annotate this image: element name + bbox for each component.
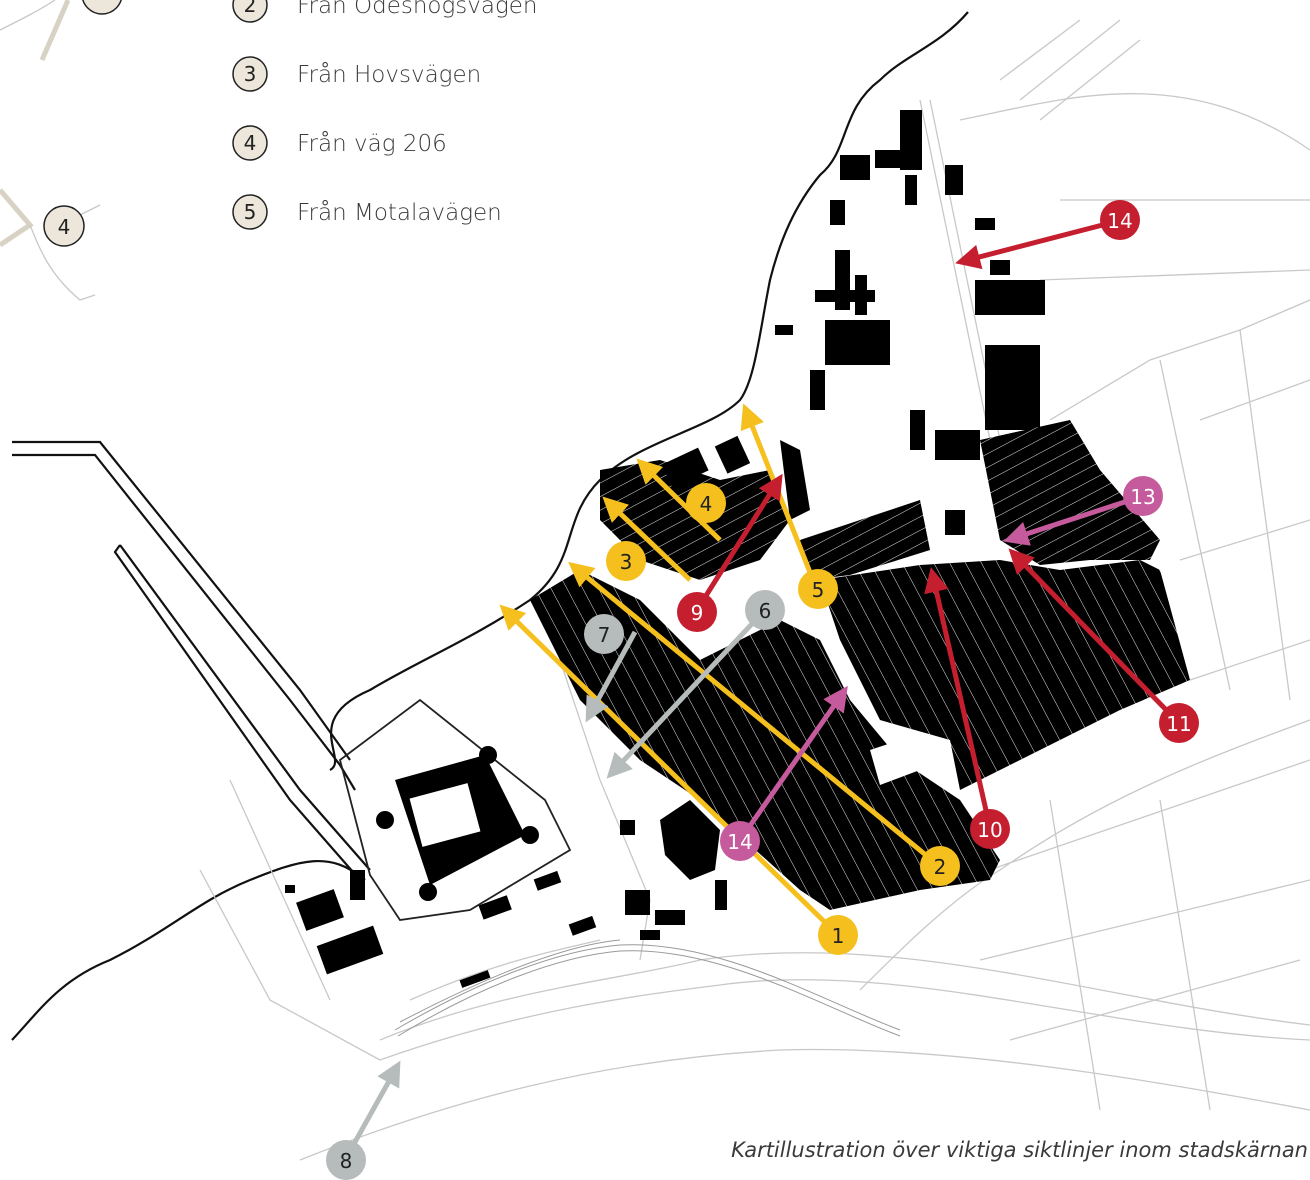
svg-text:13: 13 bbox=[1130, 485, 1155, 509]
svg-text:14: 14 bbox=[1107, 209, 1132, 233]
svg-text:8: 8 bbox=[340, 1149, 353, 1173]
marker-14-red[interactable]: 14 bbox=[1100, 200, 1140, 240]
sightline-9 bbox=[694, 473, 783, 612]
svg-text:14: 14 bbox=[727, 830, 752, 854]
sightline-4 bbox=[636, 458, 722, 542]
svg-text:3: 3 bbox=[620, 550, 633, 574]
svg-text:3: 3 bbox=[244, 62, 257, 86]
svg-text:4: 4 bbox=[58, 215, 71, 239]
legend-label-4: Från väg 206 bbox=[297, 131, 447, 157]
marker-9[interactable]: 9 bbox=[677, 592, 717, 632]
coastline bbox=[11, 11, 969, 1041]
sightline-2 bbox=[568, 561, 940, 867]
legend-label-2: Från Ödeshögsvägen bbox=[297, 0, 538, 19]
marker-5[interactable]: 5 bbox=[798, 569, 838, 609]
marker-4[interactable]: 4 bbox=[686, 483, 726, 523]
sightline-14-pink bbox=[737, 685, 848, 842]
map-caption: Kartillustration över viktiga siktlinjer… bbox=[731, 1138, 1308, 1162]
marker-8[interactable]: 8 bbox=[326, 1140, 366, 1180]
svg-text:11: 11 bbox=[1166, 712, 1191, 736]
svg-text:7: 7 bbox=[598, 623, 611, 647]
marker-11[interactable]: 11 bbox=[1159, 703, 1199, 743]
castle bbox=[338, 698, 572, 921]
svg-text:4: 4 bbox=[700, 492, 713, 516]
svg-text:2: 2 bbox=[934, 855, 947, 879]
sightline-14-red bbox=[955, 218, 1119, 270]
north-buildings bbox=[775, 110, 1045, 535]
marker-7[interactable]: 7 bbox=[584, 614, 624, 654]
sightline-13 bbox=[1003, 494, 1141, 546]
south-buildings bbox=[285, 800, 727, 988]
sightline-11 bbox=[1008, 548, 1180, 724]
svg-text:10: 10 bbox=[977, 818, 1002, 842]
marker-14-pink[interactable]: 14 bbox=[720, 821, 760, 861]
sightline-7 bbox=[585, 630, 638, 723]
marker-2[interactable]: 2 bbox=[920, 846, 960, 886]
sightline-6 bbox=[606, 608, 767, 779]
legend-item-5: 5 Från Motalavägen bbox=[232, 194, 502, 230]
sightline-arrows bbox=[342, 218, 1180, 1162]
legend-item-4: 4 Från väg 206 bbox=[232, 125, 447, 161]
legend-item-2: 2 Från Ödeshögsvägen bbox=[232, 0, 538, 23]
svg-text:2: 2 bbox=[244, 0, 257, 17]
marker-top-left-4[interactable]: 4 bbox=[43, 205, 85, 247]
map-markers: 1 2 3 4 5 6 7 8 bbox=[326, 200, 1199, 1180]
legend: 2 Från Ödeshögsvägen 3 Från Hovsvägen 4 … bbox=[232, 0, 538, 230]
old-town-blocks bbox=[530, 420, 1190, 910]
legend-item-3: 3 Från Hovsvägen bbox=[232, 56, 481, 92]
top-left-markers: 4 bbox=[43, 0, 122, 247]
svg-text:9: 9 bbox=[691, 601, 704, 625]
svg-text:6: 6 bbox=[759, 599, 772, 623]
streets-top-left bbox=[0, 0, 101, 301]
sightline-3 bbox=[602, 496, 692, 582]
marker-10[interactable]: 10 bbox=[970, 809, 1010, 849]
sightline-10 bbox=[924, 567, 993, 829]
svg-text:5: 5 bbox=[812, 578, 825, 602]
marker-1[interactable]: 1 bbox=[818, 915, 858, 955]
svg-text:5: 5 bbox=[244, 200, 257, 224]
legend-label-5: Från Motalavägen bbox=[297, 200, 502, 226]
svg-text:4: 4 bbox=[244, 131, 257, 155]
railway bbox=[394, 939, 901, 1037]
marker-3[interactable]: 3 bbox=[606, 541, 646, 581]
svg-text:1: 1 bbox=[832, 924, 845, 948]
marker-6[interactable]: 6 bbox=[745, 590, 785, 630]
marker-13[interactable]: 13 bbox=[1123, 476, 1163, 516]
legend-label-3: Från Hovsvägen bbox=[297, 62, 481, 88]
sightline-1 bbox=[499, 604, 840, 937]
